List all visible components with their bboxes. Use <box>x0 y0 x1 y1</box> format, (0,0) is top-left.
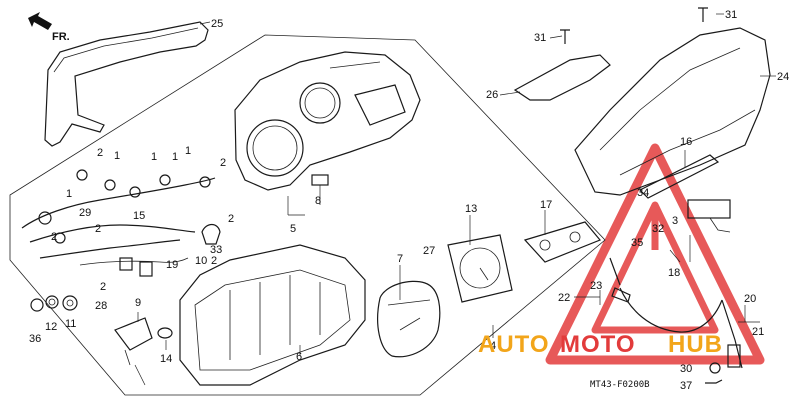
callout-17: 17 <box>540 199 552 211</box>
callout-1b: 1 <box>151 151 157 163</box>
part-14-grommet <box>157 327 173 339</box>
callout-2g: 2 <box>211 255 217 267</box>
part-19-wire-harness <box>21 169 216 277</box>
callout-31b: 31 <box>725 9 737 21</box>
callout-36: 36 <box>29 333 41 345</box>
part-20-speedo-cable <box>619 287 743 369</box>
part-24-fairing-inner <box>574 27 771 196</box>
callout-35: 35 <box>631 237 643 249</box>
part-7-tachometer <box>377 280 441 358</box>
part-23-gear <box>609 257 631 303</box>
callout-1c: 1 <box>172 151 178 163</box>
bolt-31-icons <box>560 7 708 44</box>
callout-27: 27 <box>423 245 435 257</box>
callout-28: 28 <box>95 300 107 312</box>
callout-12: 12 <box>45 321 57 333</box>
callout-18: 18 <box>668 267 680 279</box>
callout-1a: 1 <box>114 150 120 162</box>
watermark-part1: AUTO <box>478 331 550 358</box>
callout-1e: 1 <box>66 188 72 200</box>
watermark-part3: HUB <box>668 331 723 358</box>
callout-22: 22 <box>558 292 570 304</box>
part-9-holder <box>114 317 153 366</box>
callout-37: 37 <box>680 380 692 392</box>
part-16-stay <box>638 154 720 199</box>
callout-15: 15 <box>133 210 145 222</box>
callout-20: 20 <box>744 293 756 305</box>
callout-1d: 1 <box>185 145 191 157</box>
callout-2e: 2 <box>228 213 234 225</box>
callout-30: 30 <box>680 363 692 375</box>
callout-16: 16 <box>680 136 692 148</box>
leader-lines <box>134 13 776 386</box>
callout-31a: 31 <box>534 32 546 44</box>
callout-2b: 2 <box>220 157 226 169</box>
callout-3: 3 <box>672 215 678 227</box>
callout-4: 4 <box>490 340 496 352</box>
washers <box>30 295 78 312</box>
callout-5: 5 <box>290 223 296 235</box>
screws-30-37 <box>705 362 723 384</box>
front-arrow-icon <box>28 12 52 30</box>
watermark-logo <box>545 143 765 365</box>
callout-2c: 2 <box>95 223 101 235</box>
callout-2a: 2 <box>97 147 103 159</box>
part-17-bracket <box>523 221 601 263</box>
callout-25: 25 <box>211 18 223 30</box>
part-33-clamp <box>201 223 221 245</box>
watermark-text: AUTO MOTO HUB <box>478 331 723 358</box>
part-26-cover <box>513 54 611 101</box>
callout-11: 11 <box>65 318 76 330</box>
part-5-meter-visor <box>234 51 421 191</box>
callout-7: 7 <box>397 253 403 265</box>
callout-33: 33 <box>210 244 222 256</box>
callout-26: 26 <box>486 89 498 101</box>
watermark-part2: MOTO <box>560 331 636 358</box>
diagram-code: MT43-F0200B <box>590 380 650 390</box>
part-25-seal <box>44 21 209 147</box>
callout-8: 8 <box>315 195 321 207</box>
callout-2d: 2 <box>51 231 57 243</box>
callout-13: 13 <box>465 203 477 215</box>
callout-34: 34 <box>637 187 649 199</box>
callout-19: 19 <box>166 259 178 271</box>
part-8-socket <box>311 174 329 196</box>
part-6-meter-case <box>179 244 366 386</box>
callout-6: 6 <box>296 351 302 363</box>
callout-10: 10 <box>195 255 207 267</box>
callout-32: 32 <box>652 223 664 235</box>
assembly-boundary <box>9 34 606 396</box>
callout-23: 23 <box>590 280 602 292</box>
callout-2f: 2 <box>100 281 106 293</box>
callout-14: 14 <box>160 353 172 365</box>
callout-29: 29 <box>79 207 91 219</box>
part-18-indicator <box>687 199 731 233</box>
callout-21: 21 <box>752 326 764 338</box>
part-13-clock <box>447 234 513 303</box>
callout-9: 9 <box>135 297 141 309</box>
callout-24: 24 <box>777 71 789 83</box>
direction-label: FR. <box>52 31 70 43</box>
